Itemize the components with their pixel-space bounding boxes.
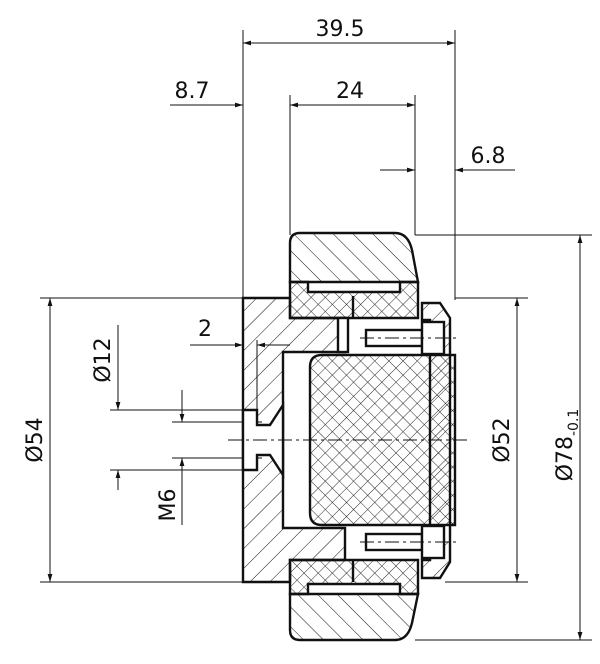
svg-text:Ø52: Ø52 xyxy=(490,417,515,462)
svg-text:Ø54: Ø54 xyxy=(23,417,48,462)
dim-cap-offset: 6.8 xyxy=(471,144,506,169)
dim-inner-diameter: Ø52 xyxy=(490,417,515,462)
dim-hub-offset: 8.7 xyxy=(175,79,210,104)
dim-bore-diameter: Ø12 xyxy=(91,337,116,382)
svg-text:Ø78-0.1: Ø78-0.1 xyxy=(553,409,582,482)
tire-top xyxy=(288,231,420,320)
dim-tire-width: 24 xyxy=(336,79,364,104)
dim-overall-width: 39.5 xyxy=(316,17,365,42)
svg-text:Ø12: Ø12 xyxy=(91,337,116,382)
tire-bottom xyxy=(288,558,420,642)
dim-hub-diameter: Ø54 xyxy=(23,417,48,462)
pin xyxy=(336,316,350,354)
dim-thread: M6 xyxy=(156,489,181,522)
dim-wall: 2 xyxy=(198,317,212,342)
svg-text:M6: M6 xyxy=(156,489,181,522)
dim-outer-diameter: Ø78-0.1 xyxy=(553,409,582,482)
